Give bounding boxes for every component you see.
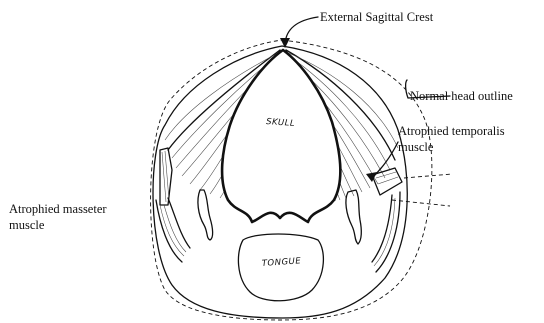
- left-masseter-muscle: [156, 148, 190, 262]
- temporalis-label-line2: muscle: [398, 140, 434, 154]
- masseter-label-line1: Atrophied masseter: [9, 202, 107, 216]
- right-masseter-muscle: [372, 168, 402, 272]
- outline-label: Normal head outline: [410, 89, 513, 103]
- skull: [222, 50, 340, 222]
- temporalis-label-line1: Atrophied temporalis: [398, 124, 505, 138]
- right-mandible: [346, 190, 361, 244]
- skull-label: SKULL: [266, 117, 296, 129]
- crest-arrow: [285, 17, 318, 44]
- masseter-label-line2: muscle: [9, 218, 45, 232]
- tongue-label: TONGUE: [262, 256, 302, 269]
- temporalis-arrowhead: [366, 172, 377, 182]
- upper-dash-leader: [404, 174, 452, 178]
- left-mandible: [198, 190, 213, 240]
- lower-dash-leader: [392, 200, 450, 206]
- crest-label: External Sagittal Crest: [320, 10, 434, 24]
